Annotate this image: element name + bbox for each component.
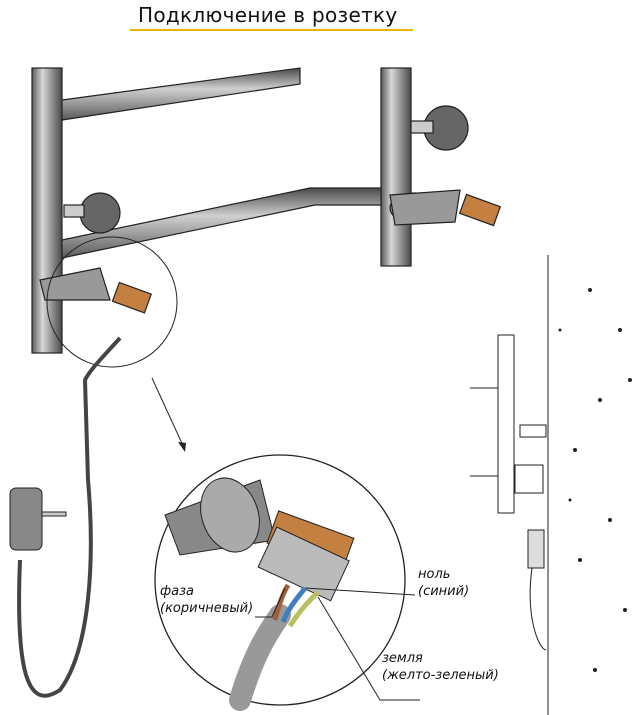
detail-circle-small	[46, 236, 178, 368]
phase-label: фаза (коричневый)	[160, 583, 253, 617]
ground-name: земля	[382, 651, 423, 666]
detail-circle-large	[154, 454, 406, 706]
neutral-color: (синий)	[418, 584, 470, 599]
power-cord-plug	[9, 336, 122, 698]
phase-name: фаза	[160, 584, 194, 599]
ground-color: (желто-зеленый)	[382, 668, 499, 683]
title-underline	[130, 29, 413, 31]
phase-color: (коричневый)	[160, 601, 254, 616]
pointer-arrow	[151, 377, 186, 451]
wall-side-view	[470, 255, 632, 715]
neutral-label: ноль (синий)	[418, 566, 469, 600]
neutral-name: ноль	[418, 567, 451, 582]
diagram-title: Подключение в розетку	[138, 3, 398, 27]
towel-rail	[31, 67, 502, 354]
ground-label: земля (желто-зеленый)	[382, 650, 499, 684]
detail-connection	[164, 477, 420, 711]
